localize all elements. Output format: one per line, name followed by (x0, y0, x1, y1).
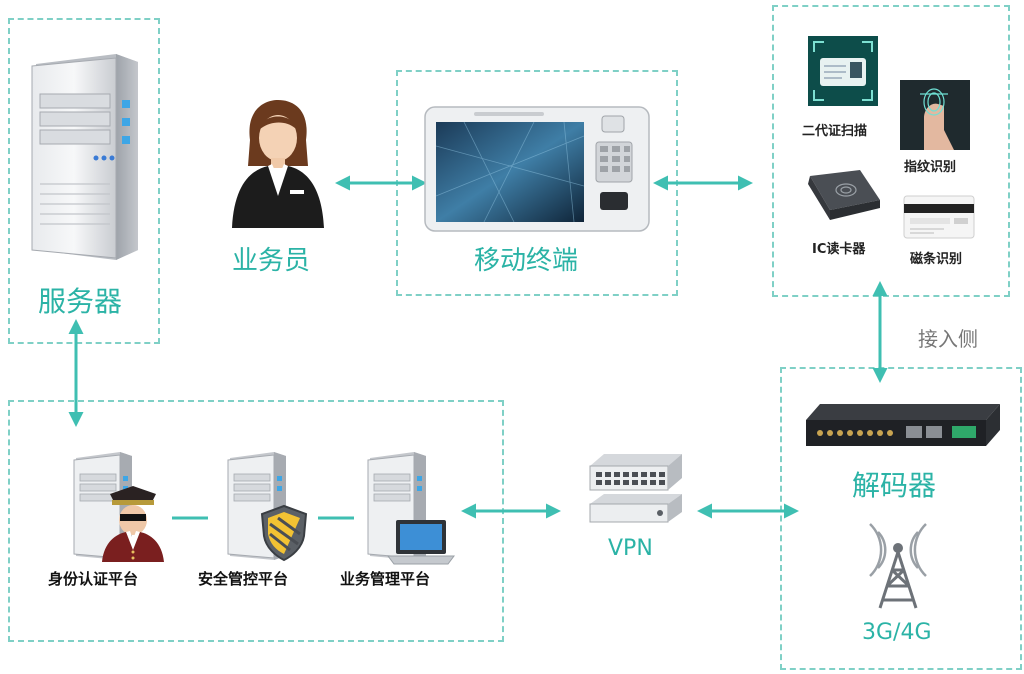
tablet-terminal-icon (424, 106, 650, 232)
fingerprint-label: 指纹识别 (904, 160, 957, 175)
operator-label: 业务员 (232, 246, 311, 276)
mobile-terminal-label: 移动终端 (474, 246, 579, 276)
id-scan-label: 二代证扫描 (802, 124, 868, 139)
decoder-rack-icon (806, 404, 1000, 446)
cell-tower-icon (869, 523, 927, 609)
id-auth-platform-label: 身份认证平台 (48, 570, 139, 588)
operator-person-icon (232, 100, 324, 228)
laptop-icon (387, 520, 455, 565)
ic-card-reader-icon (808, 170, 880, 220)
small-server-icon (227, 452, 286, 560)
guard-person-icon (102, 486, 164, 562)
network-label: 3G/4G (862, 620, 932, 645)
vpn-switch-icon (589, 454, 682, 523)
vpn-label: VPN (608, 536, 653, 561)
business-platform-label: 业务管理平台 (340, 570, 431, 588)
ic-reader-label: IC读卡器 (812, 242, 866, 257)
id-card-scan-icon (808, 36, 878, 106)
decoder-label: 解码器 (852, 469, 937, 502)
access-devices-box (772, 5, 1010, 297)
access-side-label: 接入侧 (918, 327, 978, 351)
security-platform-label: 安全管控平台 (198, 570, 289, 588)
platforms-group-box (8, 400, 504, 642)
shield-icon (260, 504, 308, 562)
decoder-group-box (780, 367, 1022, 670)
magstripe-card-icon (903, 195, 975, 239)
fingerprint-icon (900, 80, 970, 150)
server-group-box (8, 18, 160, 344)
server-tower-icon (31, 54, 138, 260)
server-label: 服务器 (38, 285, 123, 318)
magstripe-label: 磁条识别 (910, 252, 963, 267)
